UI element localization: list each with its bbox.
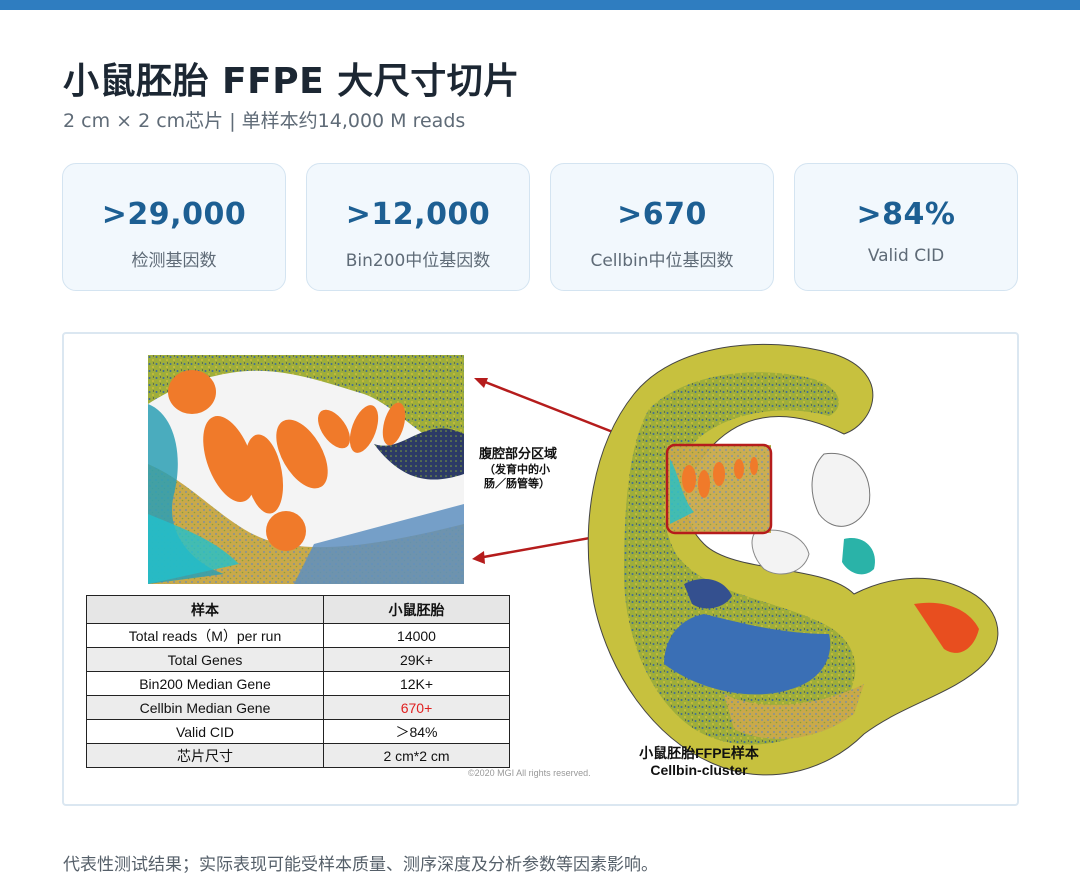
table-cell: 12K+: [323, 671, 510, 696]
stat-label: 检测基因数: [131, 251, 217, 271]
table-cell: Cellbin Median Gene: [86, 695, 324, 720]
region-sublabel: （发育中的小肠／肠管等）: [484, 464, 550, 490]
table-row: Total reads（M）per run 14000: [86, 623, 510, 648]
stat-card-genes: >29,000 检测基因数: [62, 163, 286, 291]
table-cell: 芯片尺寸: [86, 743, 324, 768]
figure-caption: 小鼠胚胎FFPE样本 Cellbin-cluster: [639, 745, 759, 779]
stat-card-bin200: >12,000 Bin200中位基因数: [306, 163, 530, 291]
copyright-text: ©2020 MGI All rights reserved.: [468, 768, 591, 778]
table-cell: ＞84%: [323, 719, 510, 744]
table-header-row: 样本 小鼠胚胎: [86, 595, 510, 624]
stat-label: Valid CID: [867, 246, 945, 266]
top-accent-bar: [0, 0, 1080, 10]
table-cell-highlight: 670+: [323, 695, 510, 720]
stats-row: >29,000 检测基因数 >12,000 Bin200中位基因数 >670 C…: [62, 163, 1019, 293]
page-title: 小鼠胚胎 FFPE 大尺寸切片: [63, 61, 520, 102]
tissue-figure: [148, 343, 999, 776]
table-cell: 14000: [323, 623, 510, 648]
stat-card-valid-cid: >84% Valid CID: [794, 163, 1018, 291]
stat-value: >29,000: [101, 197, 247, 232]
stat-value: >670: [617, 197, 707, 232]
zoom-inset: [148, 355, 464, 584]
figure-panel: 腹腔部分区域 （发育中的小肠／肠管等） 样本 小鼠胚胎 Total reads（…: [62, 332, 1019, 806]
table-cell: 29K+: [323, 647, 510, 672]
stat-card-cellbin: >670 Cellbin中位基因数: [550, 163, 774, 291]
metrics-table: 样本 小鼠胚胎 Total reads（M）per run 14000 Tota…: [86, 595, 510, 768]
table-header-cell: 小鼠胚胎: [323, 595, 510, 624]
embryo-section: [587, 343, 999, 776]
stat-label: Bin200中位基因数: [345, 251, 491, 271]
table-cell: Valid CID: [86, 719, 324, 744]
caption-line: Cellbin-cluster: [650, 762, 748, 778]
table-row: Bin200 Median Gene 12K+: [86, 671, 510, 696]
table-cell: Total Genes: [86, 647, 324, 672]
table-header-cell: 样本: [86, 595, 324, 624]
footnote: 代表性测试结果；实际表现可能受样本质量、测序深度及分析参数等因素影响。: [63, 855, 658, 875]
stat-value: >12,000: [345, 197, 491, 232]
table-row: 芯片尺寸 2 cm*2 cm: [86, 743, 510, 768]
table-row: Valid CID ＞84%: [86, 719, 510, 744]
table-cell: Total reads（M）per run: [86, 623, 324, 648]
table-cell: Bin200 Median Gene: [86, 671, 324, 696]
table-cell: 2 cm*2 cm: [323, 743, 510, 768]
page-subtitle: 2 cm × 2 cm芯片 | 单样本约14,000 M reads: [63, 110, 466, 132]
stat-label: Cellbin中位基因数: [590, 251, 734, 271]
caption-line: 小鼠胚胎FFPE样本: [639, 745, 759, 761]
table-row: Cellbin Median Gene 670+: [86, 695, 510, 720]
region-label: 腹腔部分区域: [479, 446, 558, 461]
table-row: Total Genes 29K+: [86, 647, 510, 672]
stat-value: >84%: [856, 197, 956, 232]
highlight-region: [665, 443, 773, 535]
